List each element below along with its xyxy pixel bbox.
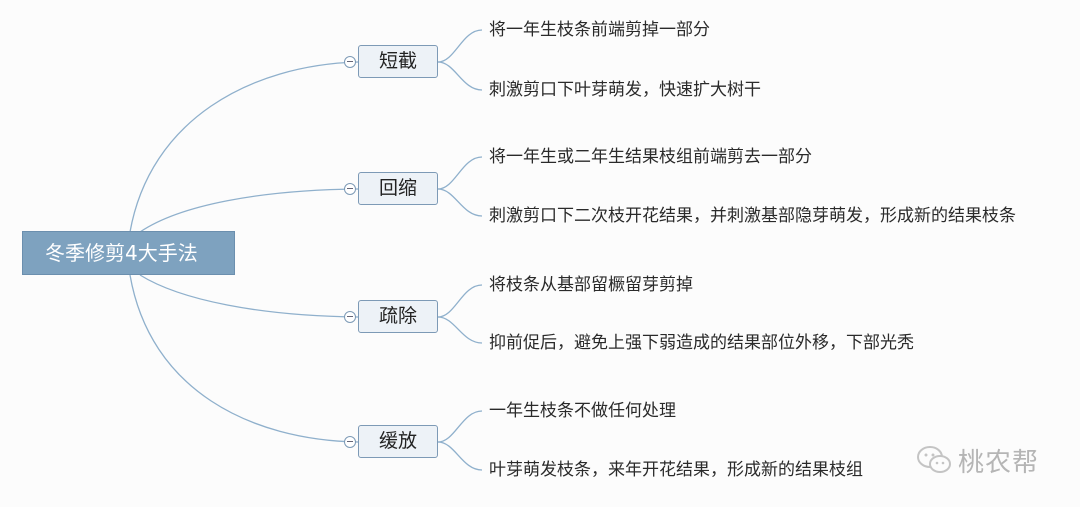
branch-node-huisuo[interactable]: 回缩: [358, 172, 438, 205]
root-node[interactable]: 冬季修剪4大手法: [22, 231, 235, 275]
branch-node-shuchu[interactable]: 疏除: [358, 300, 438, 333]
collapse-icon[interactable]: [344, 436, 356, 448]
leaf-node[interactable]: 刺激剪口下二次枝开花结果，并刺激基部隐芽萌发，形成新的结果枝条: [489, 206, 1016, 226]
collapse-icon[interactable]: [344, 311, 356, 323]
branch-node-duanjie[interactable]: 短截: [358, 45, 438, 78]
leaf-node[interactable]: 刺激剪口下叶芽萌发，快速扩大树干: [489, 80, 761, 100]
collapse-icon[interactable]: [344, 183, 356, 195]
leaf-node[interactable]: 将枝条从基部留橛留芽剪掉: [489, 275, 693, 295]
collapse-icon[interactable]: [344, 56, 356, 68]
branch-node-huanfang[interactable]: 缓放: [358, 425, 438, 458]
leaf-node[interactable]: 叶芽萌发枝条，来年开花结果，形成新的结果枝组: [489, 460, 863, 480]
leaf-node[interactable]: 将一年生枝条前端剪掉一部分: [489, 20, 710, 40]
leaf-node[interactable]: 抑前促后，避免上强下弱造成的结果部位外移，下部光秃: [489, 333, 914, 353]
watermark: 桃农帮: [916, 440, 1039, 480]
leaf-node[interactable]: 将一年生或二年生结果枝组前端剪去一部分: [489, 147, 812, 167]
wechat-icon: [917, 446, 951, 473]
watermark-text: 桃农帮: [958, 447, 1040, 478]
leaf-node[interactable]: 一年生枝条不做任何处理: [489, 401, 676, 421]
